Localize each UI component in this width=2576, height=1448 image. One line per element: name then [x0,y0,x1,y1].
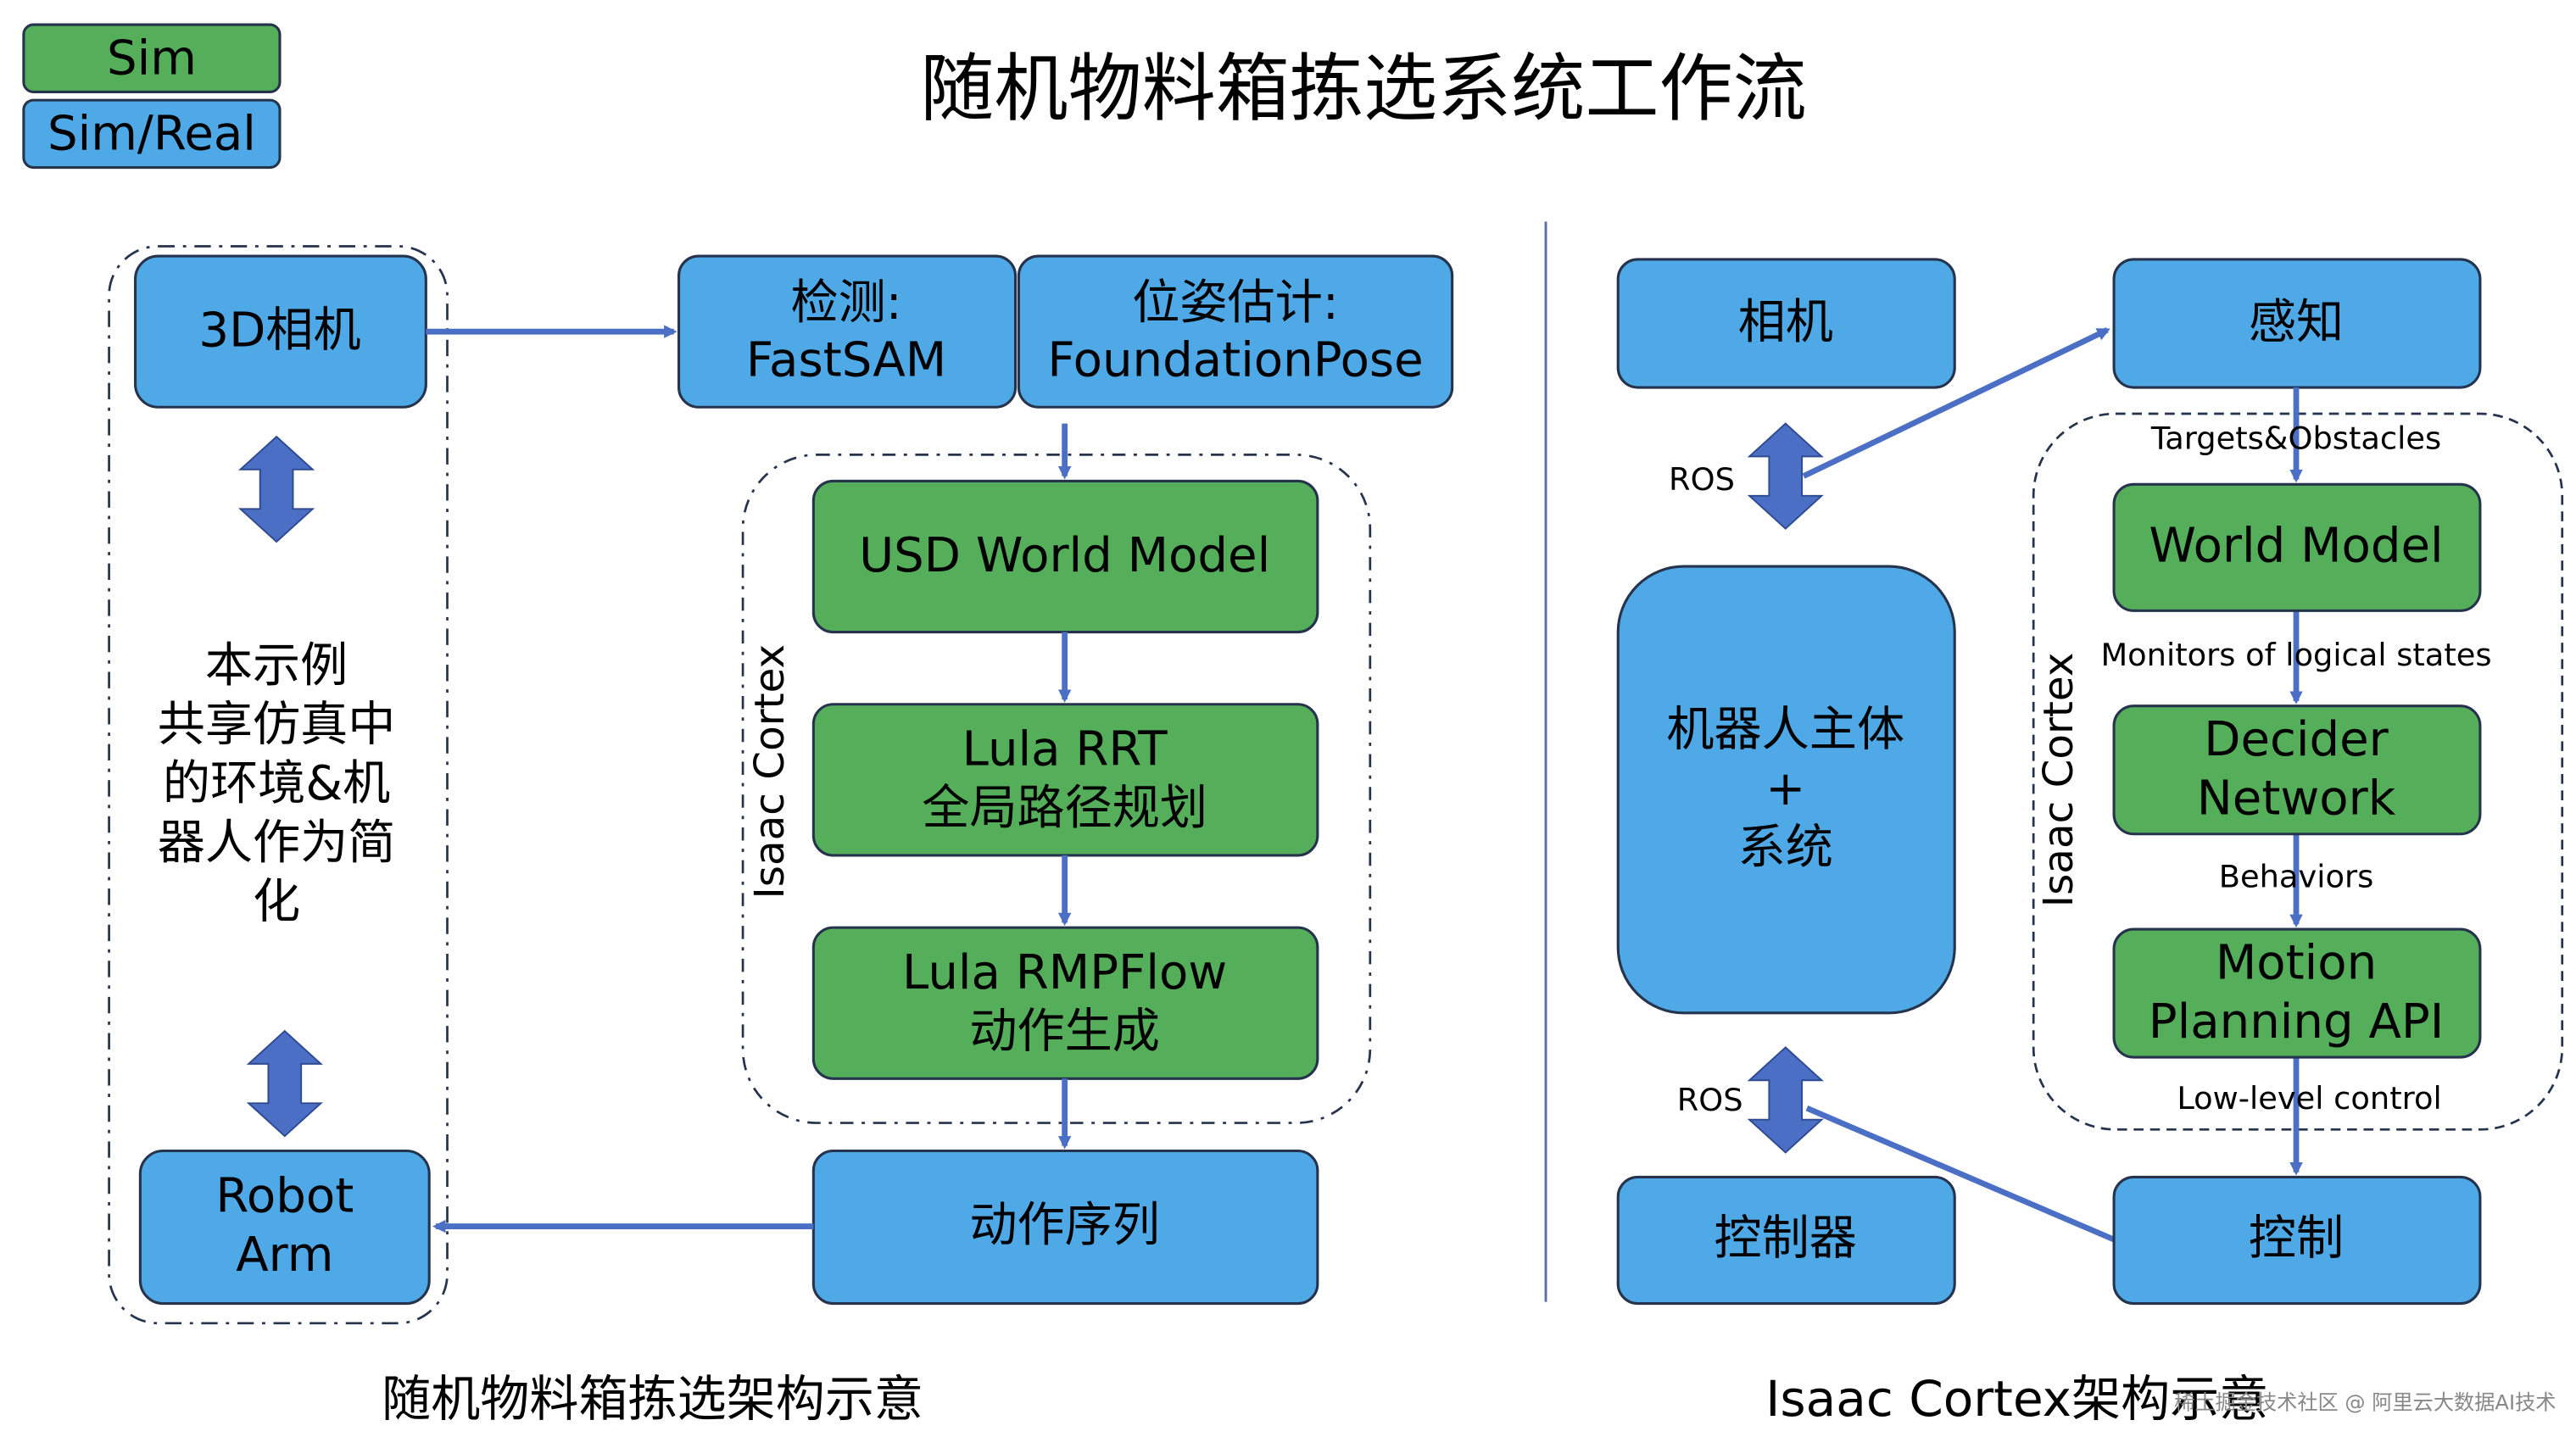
legend-sim-label: Sim [107,31,197,86]
svg-text:共享仿真中: 共享仿真中 [158,697,396,752]
isaac-cortex-label: Isaac Cortex [2035,652,2083,907]
usd-world-model-label: USD World Model [859,528,1270,583]
lula-rrt-label: 全局路径规划 [922,781,1207,836]
action-sequence-label: 动作序列 [969,1198,1160,1253]
perception-label: 感知 [2249,295,2344,350]
watermark: 稀土掘金技术社区 @ 阿里云大数据AI技术 [2174,1391,2556,1415]
controller-label: 控制器 [1715,1211,1857,1267]
control-label: 控制 [2249,1211,2344,1267]
robot-system-box [1616,565,1956,1015]
ros-label: ROS [1677,1082,1743,1118]
page-title: 随机物料箱拣选系统工作流 [920,45,1807,131]
svg-text:化: 化 [253,875,300,930]
low-level-label: Low-level control [2177,1080,2441,1117]
double-arrow-icon [248,1030,322,1138]
svg-text:的环境&机: 的环境&机 [163,756,390,811]
double-arrow-icon [239,436,314,543]
detect-label: FastSAM [746,333,946,388]
double-arrow-icon [1748,422,1823,530]
robot-arm-label: Robot [215,1168,354,1223]
motion-planning-label: Motion [2216,935,2377,990]
robot-system-label: 系统 [1738,821,1833,876]
robot-arm-box [138,1149,431,1306]
decider-network-label: Decider [2204,712,2389,767]
robot-system-label: 机器人主体 [1666,702,1904,757]
targets-label: Targets&Obstacles [2150,420,2441,456]
arrow-ros-to-perception [1802,327,2110,479]
legend-sim-real [22,98,282,170]
detect-box [677,254,1018,409]
svg-text:器人作为简: 器人作为简 [158,816,396,871]
legend: Sim Sim/Real [22,23,282,170]
robot-arm-label: Arm [236,1228,333,1283]
legend-sim-real-label: Sim/Real [47,106,256,161]
legend-sim [22,23,282,93]
pose-label: FoundationPose [1047,333,1423,388]
world-model-box [2112,482,2482,612]
camera-label: 相机 [1738,295,1833,350]
decider-network-box [2112,705,2482,836]
lula-rmpflow-label: 动作生成 [969,1005,1160,1060]
isaac-cortex-group [741,454,1372,1124]
lula-rrt-label: Lula RRT [962,722,1168,777]
note-text: 本示例 共享仿真中 的环境&机 器人作为简 化 [158,638,396,930]
motion-planning-box [2112,927,2482,1059]
pose-label: 位姿估计: [1132,276,1338,331]
decider-network-label: Network [2197,771,2396,827]
isaac-cortex-label: Isaac Cortex [746,644,794,899]
left-caption: 随机物料箱拣选架构示意 [382,1370,923,1428]
double-arrow-icon [1748,1046,1823,1154]
right-caption: Isaac Cortex架构示意 [1765,1370,2268,1428]
lula-rmpflow-label: Lula RMPFlow [902,945,1227,1000]
control-box [2112,1175,2482,1306]
monitors-label: Monitors of logical states [2100,637,2491,673]
pose-box [1017,254,1454,409]
motion-planning-label: Planning API [2149,994,2445,1050]
svg-text:本示例: 本示例 [205,638,348,693]
camera-box [1616,258,1956,389]
controller-box [1616,1175,1956,1306]
behaviors-label: Behaviors [2219,859,2374,895]
arrow-control-to-ros [1805,1105,2116,1243]
sim-shared-group [108,245,449,1325]
camera-3d-label: 3D相机 [198,304,360,359]
world-model-label: World Model [2149,518,2443,573]
ros-label: ROS [1669,461,1735,498]
robot-system-label: + [1765,761,1805,816]
detect-label: 检测: [790,276,901,331]
